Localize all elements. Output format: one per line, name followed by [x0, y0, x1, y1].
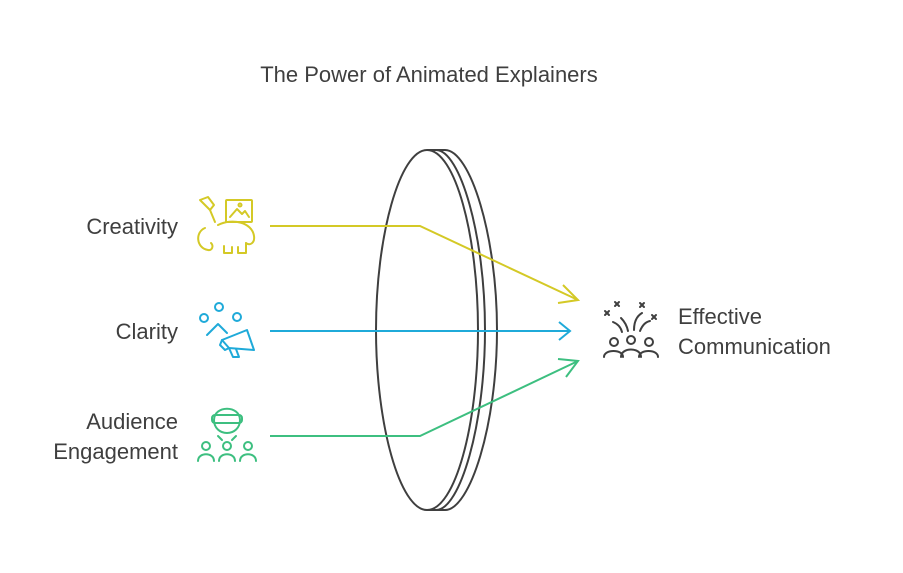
paintbrush-elephant-icon	[197, 196, 256, 254]
label-clarity: Clarity	[115, 319, 178, 344]
arrow-clarity	[270, 321, 572, 341]
arrow-audience-engagement	[270, 358, 580, 437]
label-effective-communication-line1: Effective	[678, 304, 762, 329]
label-effective-communication-line2: Communication	[678, 334, 831, 359]
label-creativity: Creativity	[86, 214, 178, 239]
lens-rim	[427, 149, 445, 511]
vr-headset-group-icon	[197, 407, 257, 462]
megaphone-icon	[199, 302, 255, 358]
label-audience-engagement: Audience Engagement	[20, 407, 178, 467]
arrow-creativity	[270, 225, 581, 304]
label-effective-communication: Effective Communication	[678, 302, 878, 362]
label-audience-engagement-line2: Engagement	[53, 439, 178, 464]
label-audience-engagement-line1: Audience	[86, 409, 178, 434]
celebrating-group-icon	[603, 301, 659, 358]
diagram-title: The Power of Animated Explainers	[260, 62, 598, 87]
